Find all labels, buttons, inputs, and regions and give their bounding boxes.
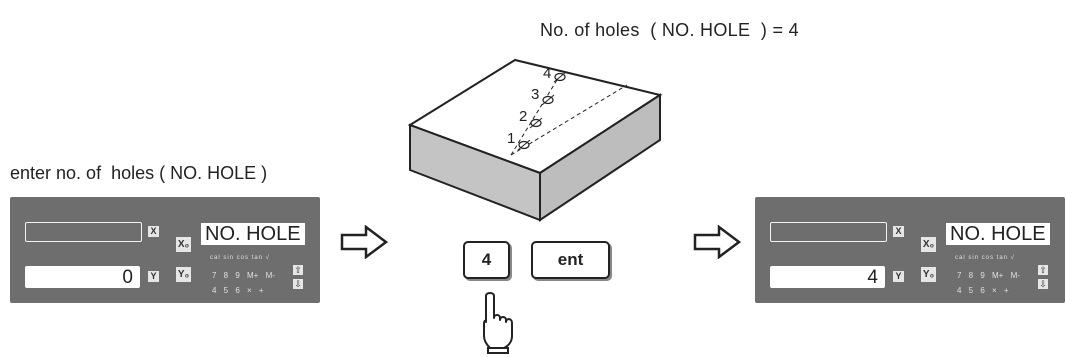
y-display: 0 — [25, 266, 140, 288]
keypad-row-2[interactable]: 4 5 6 × + — [957, 286, 1009, 295]
hole-1 — [517, 139, 531, 151]
up-arrow-icon[interactable]: ⇧ — [1038, 265, 1048, 275]
y-zero-key[interactable]: Y₀ — [176, 267, 191, 282]
dashed-line-main — [510, 84, 628, 156]
keypad-row-2[interactable]: 4 5 6 × + — [212, 286, 264, 295]
up-arrow-icon[interactable]: ⇧ — [293, 265, 303, 275]
hole-4 — [553, 71, 567, 83]
x-display — [25, 222, 142, 242]
key-4-button[interactable]: 4 — [463, 241, 510, 279]
x-display — [770, 222, 887, 242]
hole-3 — [541, 94, 555, 106]
keypad-row-1[interactable]: 7 8 9 M+ M- — [957, 271, 1020, 280]
message-display: NO. HOLE — [946, 223, 1050, 245]
x-axis-label: X — [148, 226, 159, 237]
hole-label-2: 2 — [519, 108, 527, 125]
y-display: 4 — [770, 266, 885, 288]
pointing-hand-icon — [483, 292, 513, 354]
right-arrow-icon — [693, 225, 741, 259]
y-axis-label: Y — [893, 271, 904, 282]
workpiece-block: 1 2 3 4 — [407, 58, 663, 222]
y-zero-key[interactable]: Y₀ — [921, 267, 936, 282]
diagram-title: No. of holes ( NO. HOLE ) = 4 — [540, 20, 799, 40]
hole-label-4: 4 — [543, 65, 551, 82]
hole-2 — [529, 117, 543, 129]
x-axis-label: X — [893, 226, 904, 237]
down-arrow-icon[interactable]: ⇩ — [1038, 279, 1048, 289]
x-zero-key[interactable]: X₀ — [921, 237, 936, 252]
step-caption: enter no. of holes ( NO. HOLE ) — [10, 163, 268, 183]
message-display: NO. HOLE — [201, 223, 305, 245]
block-right-face — [539, 93, 661, 222]
enter-button[interactable]: ent — [531, 241, 610, 279]
right-arrow-icon — [340, 225, 388, 259]
y-axis-label: Y — [148, 271, 159, 282]
keypad-row-1[interactable]: 7 8 9 M+ M- — [212, 271, 275, 280]
hole-label-1: 1 — [507, 130, 515, 147]
function-keys-row[interactable]: cal sin cos tan √ — [210, 255, 270, 261]
function-keys-row[interactable]: cal sin cos tan √ — [955, 255, 1015, 261]
dro-panel-before: X X₀ NO. HOLE 0 Y Y₀ cal sin cos tan √ 7… — [10, 197, 320, 303]
dashed-line-holes — [510, 74, 561, 156]
hole-label-3: 3 — [531, 86, 539, 103]
x-zero-key[interactable]: X₀ — [176, 237, 191, 252]
down-arrow-icon[interactable]: ⇩ — [293, 279, 303, 289]
dro-panel-after: X X₀ NO. HOLE 4 Y Y₀ cal sin cos tan √ 7… — [755, 197, 1065, 303]
